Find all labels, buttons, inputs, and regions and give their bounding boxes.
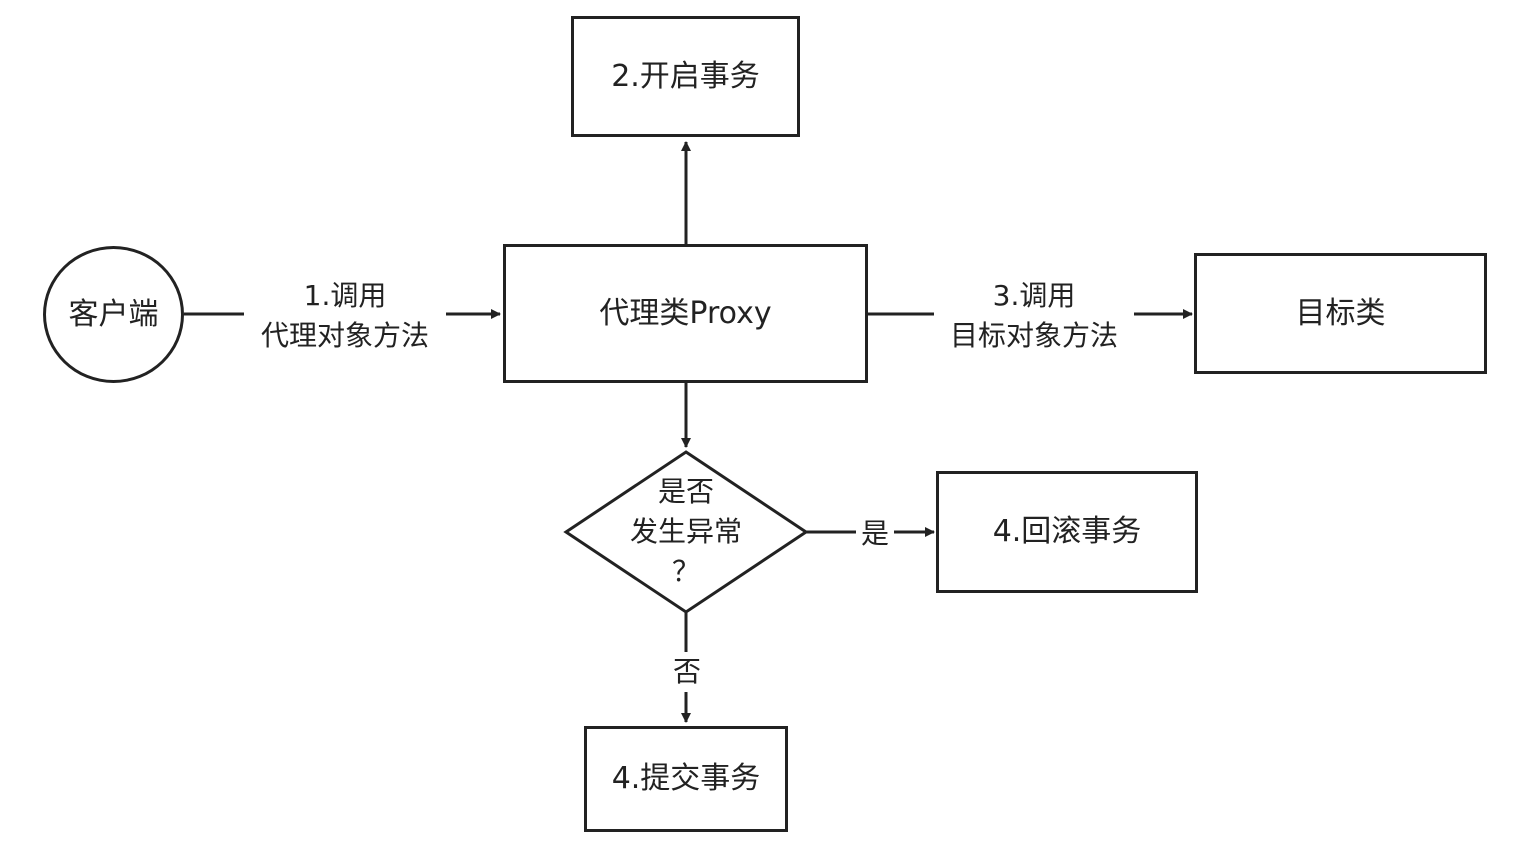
commit-label: 4.提交事务 bbox=[611, 761, 761, 796]
edge-label-no-text: 否 bbox=[672, 655, 701, 688]
commit-node: 4.提交事务 bbox=[584, 726, 788, 832]
edge-label-call-target: 3.调用 目标对象方法 bbox=[934, 276, 1134, 356]
decision-line-3: ？ bbox=[671, 555, 700, 588]
proxy-label: 代理类Proxy bbox=[599, 295, 772, 331]
decision-text: 是否 发生异常 ？ bbox=[586, 472, 786, 592]
edge-label-yes-text: 是 bbox=[860, 517, 889, 550]
edge-label-yes: 是 bbox=[856, 514, 894, 554]
client-label: 客户端 bbox=[68, 296, 159, 332]
edge-label-call-target-line1: 3.调用 bbox=[992, 279, 1076, 312]
edge-label-no: 否 bbox=[668, 652, 706, 692]
edge-label-call-proxy-line2: 代理对象方法 bbox=[260, 319, 429, 352]
decision-diamond bbox=[563, 450, 809, 614]
decision-line-2: 发生异常 bbox=[629, 515, 742, 548]
decision-line-1: 是否 bbox=[657, 475, 714, 508]
edge-label-call-target-line2: 目标对象方法 bbox=[949, 319, 1118, 352]
rollback-node: 4.回滚事务 bbox=[936, 471, 1198, 593]
edge-label-call-proxy: 1.调用 代理对象方法 bbox=[244, 276, 446, 356]
client-node: 客户端 bbox=[43, 246, 184, 383]
begin-tx-node: 2.开启事务 bbox=[571, 16, 800, 137]
target-node: 目标类 bbox=[1194, 253, 1487, 374]
rollback-label: 4.回滚事务 bbox=[992, 514, 1142, 549]
begin-tx-label: 2.开启事务 bbox=[611, 58, 760, 94]
target-label: 目标类 bbox=[1295, 295, 1386, 331]
edge-label-call-proxy-line1: 1.调用 bbox=[303, 279, 387, 312]
proxy-node: 代理类Proxy bbox=[503, 244, 868, 383]
